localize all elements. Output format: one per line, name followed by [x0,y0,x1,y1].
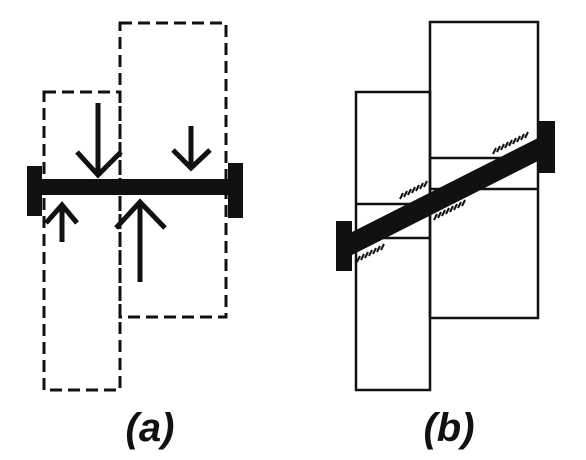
hatch-left-upper [399,180,428,200]
left-end-plate-b [336,221,352,271]
caption-b: (b) [423,406,474,450]
arrow-down-small [171,126,212,172]
right-dashed-block [118,21,228,319]
hatch-right-lower [433,199,466,221]
right-end-plate [228,163,243,218]
horizontal-bar [42,179,228,195]
right-end-plate-b [538,121,555,173]
arrow-up-large [114,198,167,282]
panel-a [27,21,243,392]
arrow-up-small [44,201,79,242]
hatch-left-lower [356,243,385,263]
left-end-plate [27,166,42,216]
caption-a: (a) [126,406,175,450]
arrow-down-large [75,103,123,179]
left-dashed-block [42,90,122,392]
panel-b [336,20,555,392]
hatch-right-upper [492,131,529,155]
inclined-bar [350,137,540,256]
